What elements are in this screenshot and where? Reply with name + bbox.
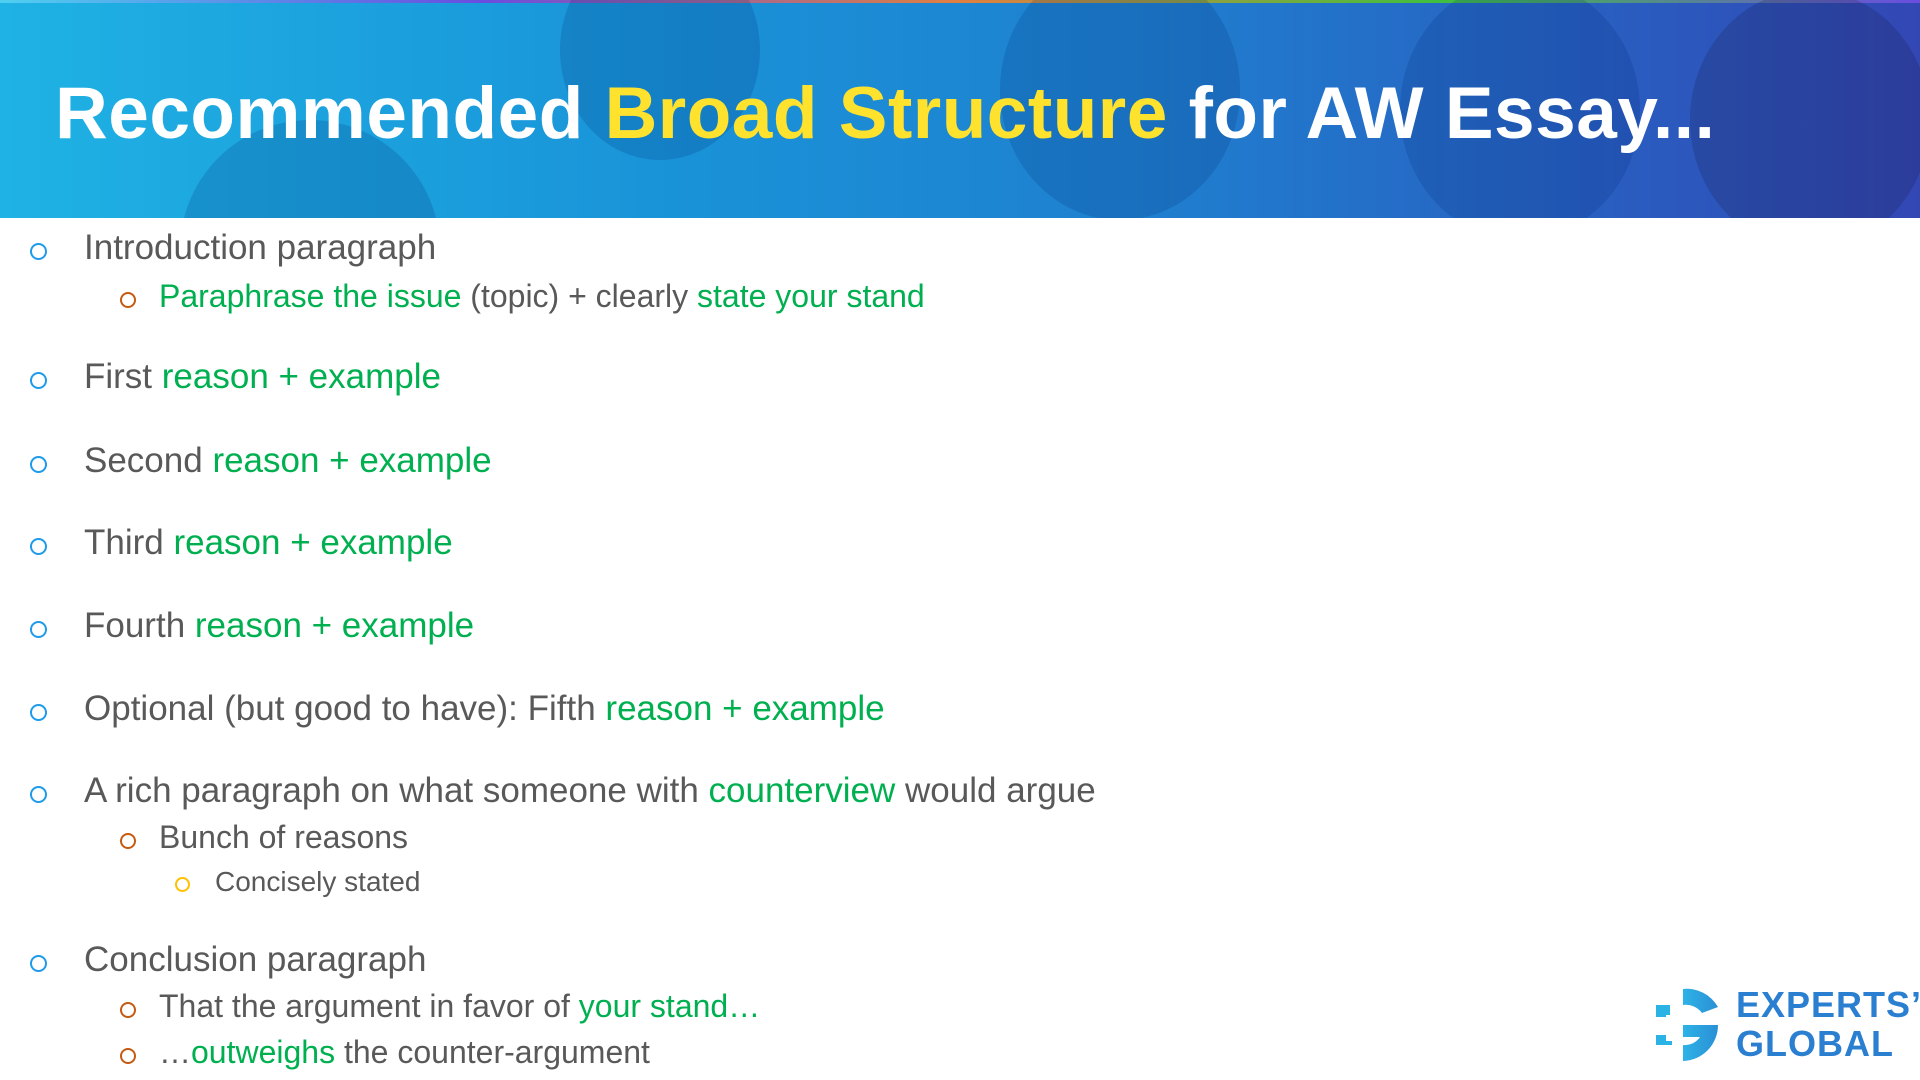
highlighted-text: reason + example [173,522,453,562]
item-text: Bunch of reasons [159,819,409,856]
title-banner: Recommended Broad Structure for AW Essay… [0,0,1920,218]
bullet-circle-icon [30,371,47,389]
list-item-level-2: Paraphrase the issue (topic) + clearly s… [120,278,925,315]
page-title: Recommended Broad Structure for AW Essay… [55,72,1715,155]
g-logo-icon [1656,988,1718,1061]
item-text: Optional (but good to have): Fifth [84,688,606,728]
highlighted-text: outweighs [191,1034,336,1071]
item-text: That the argument in favor of [159,988,579,1025]
list-item-level-1: First reason + example [30,356,441,396]
list-item-level-1: Introduction paragraph [30,227,437,267]
bullet-circle-icon [120,1047,136,1064]
list-item-level-1: Fourth reason + example [30,605,475,645]
logo-wordmark: EXPERTS’ GLOBAL [1736,985,1920,1063]
bullet-circle-icon [120,1001,136,1018]
list-item-level-3: Concisely stated [175,865,421,897]
bullet-circle-icon [175,877,190,893]
banner-photo-shape [1690,0,1920,218]
bullet-circle-icon [30,954,47,972]
banner-photo-shape [1400,0,1640,218]
bullet-circle-icon [120,291,136,308]
highlighted-text: reason + example [605,688,885,728]
item-text: Fourth [84,605,195,645]
list-item-level-2: That the argument in favor of your stand… [120,988,761,1025]
banner-strip [0,0,1920,3]
list-item-level-1: Second reason + example [30,440,492,480]
title-text: Recommended [55,73,605,154]
highlighted-text: reason + example [161,356,441,396]
item-text: First [84,356,162,396]
item-text: Third [84,522,174,562]
bullet-circle-icon [30,620,47,638]
highlighted-text: state your stand [697,278,925,315]
highlighted-text: your stand… [578,988,761,1025]
item-text: A rich paragraph on what someone with [84,770,709,810]
highlighted-text: reason + example [212,440,492,480]
experts-global-logo: EXPERTS’ GLOBAL [1656,985,1920,1065]
title-text: for AW Essay... [1167,73,1716,154]
bullet-circle-icon [30,703,47,721]
item-text: Second [84,440,213,480]
title-highlight: Broad Structure [604,73,1168,154]
logo-line-1: EXPERTS’ [1736,984,1920,1025]
highlighted-text: reason + example [194,605,475,645]
item-text: Conclusion paragraph [84,939,427,979]
bullet-circle-icon [30,537,47,555]
bullet-circle-icon [120,832,136,849]
bullet-circle-icon [30,785,47,803]
list-item-level-1: Optional (but good to have): Fifth reaso… [30,688,885,728]
highlighted-text: counterview [708,770,896,810]
item-text: would argue [895,770,1096,810]
list-item-level-1: A rich paragraph on what someone with co… [30,770,1096,810]
item-text: the counter-argument [335,1034,650,1071]
item-text: Introduction paragraph [84,227,437,267]
item-text: Concisely stated [215,865,421,897]
highlighted-text: Paraphrase the issue [159,278,462,315]
item-text: … [159,1034,191,1071]
bullet-circle-icon [30,242,47,260]
list-item-level-1: Third reason + example [30,522,453,562]
list-item-level-2: …outweighs the counter-argument [120,1034,650,1071]
item-text: (topic) + clearly [461,278,698,315]
list-item-level-1: Conclusion paragraph [30,939,427,979]
logo-line-2: GLOBAL [1736,1023,1894,1064]
bullet-circle-icon [30,455,47,473]
list-item-level-2: Bunch of reasons [120,819,409,856]
banner-photo-shape [1000,0,1240,218]
